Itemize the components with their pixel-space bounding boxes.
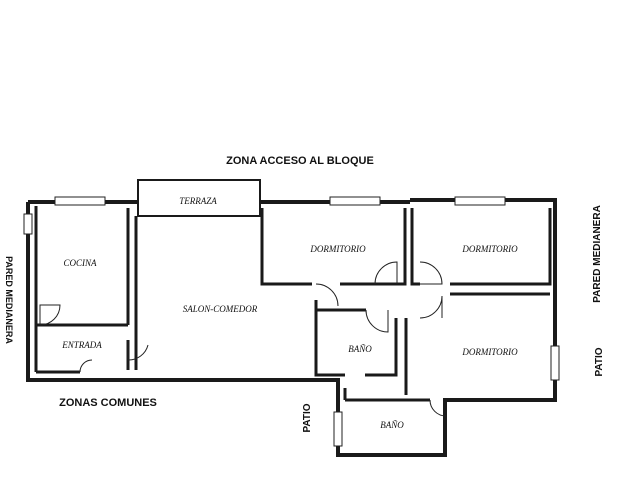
door-dormitorio-3: [419, 295, 443, 319]
door-dormitorio-1: [374, 261, 398, 285]
door-cocina: [39, 304, 61, 326]
room-cocina: COCINA: [63, 258, 97, 268]
door-entrada: [127, 340, 149, 361]
windows: [23, 196, 560, 447]
window-dormitorio-2: [454, 196, 506, 206]
label-pared-medianera: PARED MEDIANERA: [592, 205, 603, 303]
door-bano-2: [429, 399, 447, 417]
label-left-edge: PARED MEDIANERA: [4, 256, 14, 344]
room-bano-2: BAÑO: [380, 420, 404, 430]
door-salon: [315, 283, 339, 307]
room-bano-1: BAÑO: [348, 344, 372, 354]
room-dormitorio-1: DORMITORIO: [309, 244, 366, 254]
window-cocina: [54, 196, 106, 206]
outer-walls: [26, 179, 557, 457]
window-dormitorio-1: [329, 196, 381, 206]
doors: [39, 261, 447, 417]
window-patio-right: [550, 345, 560, 381]
interior-walls: [34, 206, 552, 402]
window-left-top: [23, 213, 33, 235]
room-dormitorio-3: DORMITORIO: [461, 347, 518, 357]
room-salon: SALON-COMEDOR: [183, 304, 258, 314]
door-bano-1: [365, 309, 389, 333]
door-entrada-main: [79, 359, 93, 373]
window-patio-bottom: [333, 411, 343, 447]
room-entrada: ENTRADA: [61, 340, 102, 350]
door-dormitorio-2: [419, 261, 443, 285]
label-patio-right: PATIO: [594, 347, 605, 376]
room-dormitorio-2: DORMITORIO: [461, 244, 518, 254]
room-terraza: TERRAZA: [179, 196, 217, 206]
label-patio-bottom: PATIO: [302, 403, 313, 432]
label-zonas-comunes: ZONAS COMUNES: [59, 397, 157, 409]
label-zona-acceso: ZONA ACCESO AL BLOQUE: [226, 155, 374, 167]
